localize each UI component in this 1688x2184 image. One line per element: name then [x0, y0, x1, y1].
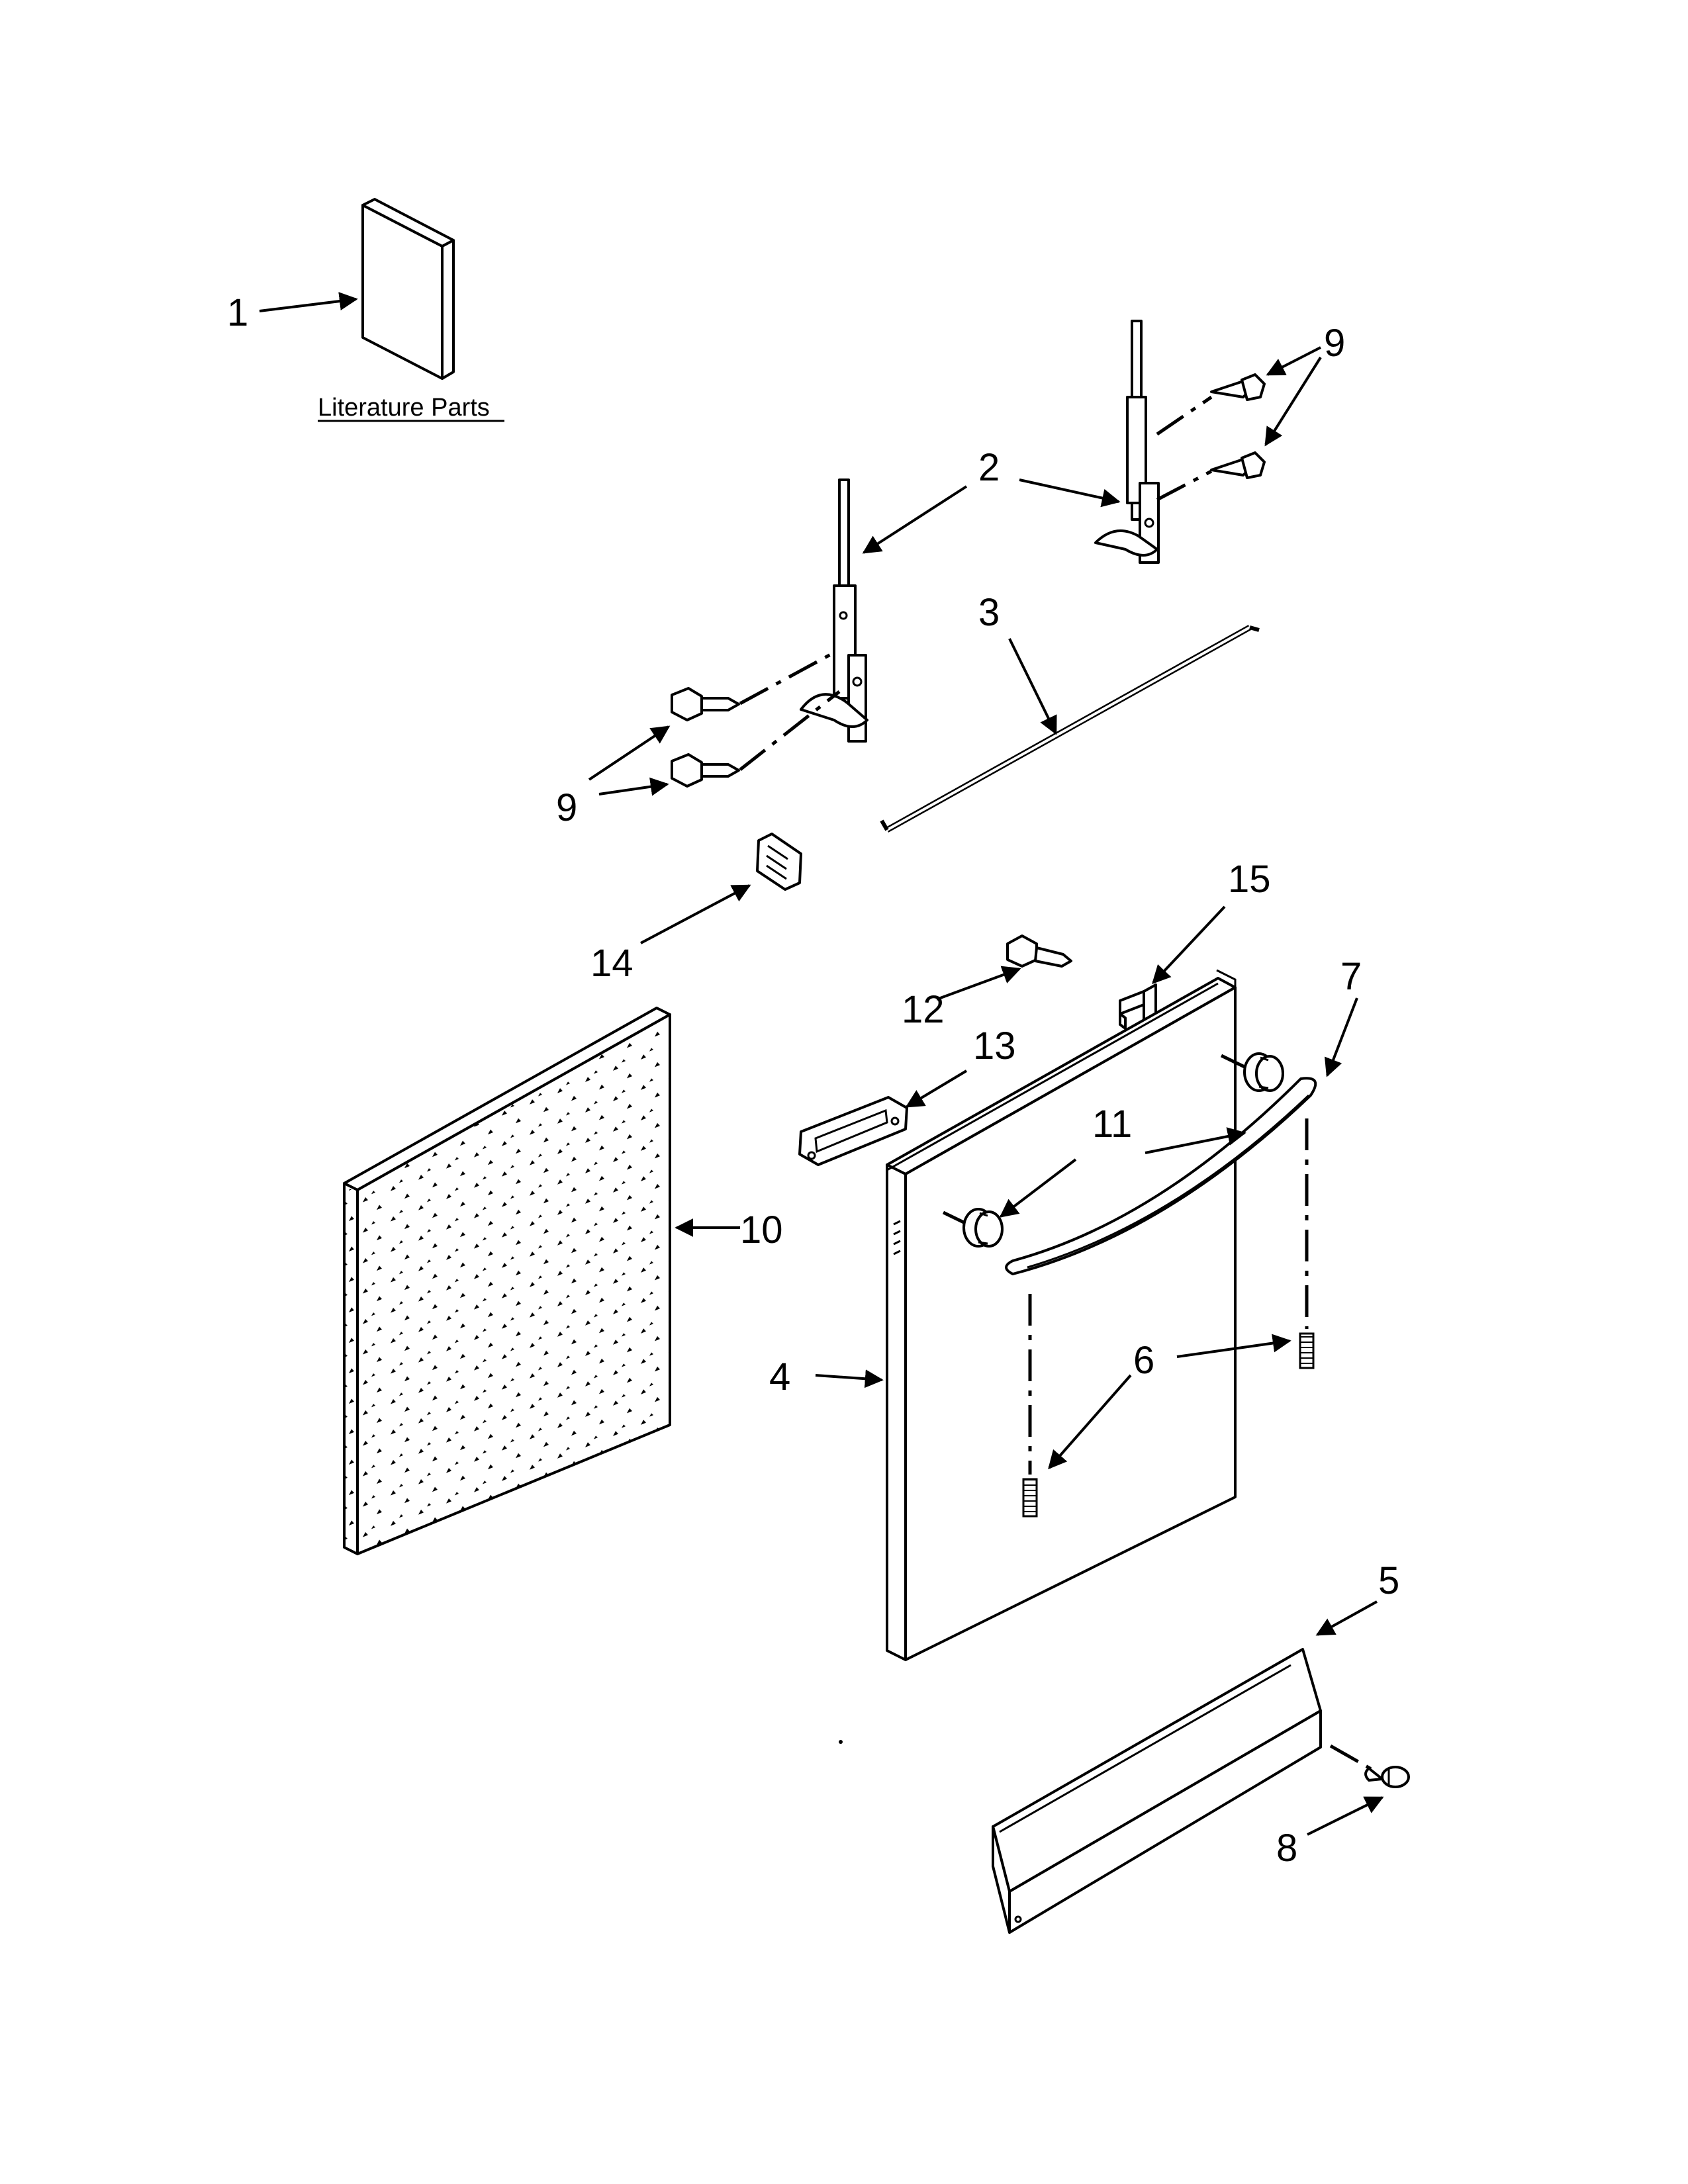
screw-12 [1006, 934, 1072, 968]
callout-11: 11 [1092, 1103, 1132, 1146]
leader-5 [1315, 1600, 1378, 1636]
callout-3: 3 [978, 591, 1000, 634]
callout-1: 1 [227, 291, 248, 334]
leader-1 [259, 292, 358, 312]
hinge-left [800, 478, 868, 743]
dashline-spacer-lower [942, 1210, 966, 1225]
spacer-lower [962, 1208, 1004, 1248]
speck [839, 1740, 843, 1744]
leader-9a-upper [1266, 346, 1321, 376]
leader-9b-upper [588, 725, 671, 781]
callout-15: 15 [1228, 858, 1271, 901]
leader-14 [640, 884, 751, 944]
door-handle [1005, 1077, 1317, 1275]
set-screw-right [1299, 1332, 1315, 1369]
callout-9-left: 9 [556, 786, 577, 829]
callout-2: 2 [978, 446, 1000, 489]
screw-left-lower [671, 753, 740, 788]
leader-15 [1152, 905, 1226, 985]
small-insulator-part [756, 833, 802, 891]
leader-7 [1324, 997, 1358, 1077]
dashline-screw-right-upper [1156, 395, 1213, 436]
callout-7: 7 [1340, 955, 1362, 998]
leader-11a [1145, 1127, 1246, 1154]
dashline-screw-left-upper [739, 650, 837, 705]
callout-8: 8 [1276, 1827, 1297, 1870]
callout-5: 5 [1378, 1559, 1399, 1602]
screw-right-lower [1210, 451, 1266, 479]
set-screw-left [1022, 1478, 1038, 1518]
leader-11b [999, 1158, 1077, 1218]
hinge-right [1094, 320, 1160, 564]
leader-8 [1307, 1796, 1384, 1836]
callout-10: 10 [740, 1208, 783, 1251]
leader-2a [862, 485, 968, 554]
leader-4 [815, 1369, 884, 1388]
screw-left-upper [671, 687, 740, 721]
callout-12: 12 [902, 988, 945, 1031]
dashline-screw-left-lower [739, 690, 841, 771]
dashline-screw-right-lower [1156, 469, 1213, 502]
callout-14: 14 [590, 942, 633, 985]
rod [880, 625, 1260, 833]
door-panel [886, 969, 1237, 1661]
insulation-panel [343, 1007, 671, 1555]
literature-parts-label: Literature Parts [318, 394, 490, 422]
toe-panel-screw [1364, 1766, 1410, 1788]
dashline-toe-screw [1329, 1744, 1375, 1772]
literature-booklet [361, 198, 455, 380]
leader-9b-lower [598, 777, 669, 796]
leader-2b [1019, 478, 1121, 508]
leader-13 [905, 1069, 968, 1108]
spacer-upper [1243, 1052, 1284, 1092]
vent-13 [798, 1096, 908, 1166]
leader-9a-lower [1264, 356, 1322, 447]
callout-13: 13 [973, 1024, 1016, 1068]
toe-panel [992, 1648, 1322, 1934]
door-vent-slots [893, 1220, 901, 1255]
callout-9-right: 9 [1324, 322, 1345, 365]
leader-6b [1048, 1374, 1132, 1470]
callout-6: 6 [1133, 1339, 1154, 1382]
leader-6a [1176, 1334, 1291, 1358]
callout-4: 4 [769, 1355, 790, 1398]
leader-3 [1008, 638, 1057, 735]
leader-12 [936, 966, 1021, 1001]
screw-right-upper [1210, 373, 1266, 401]
dashline-spacer-upper [1220, 1054, 1246, 1069]
